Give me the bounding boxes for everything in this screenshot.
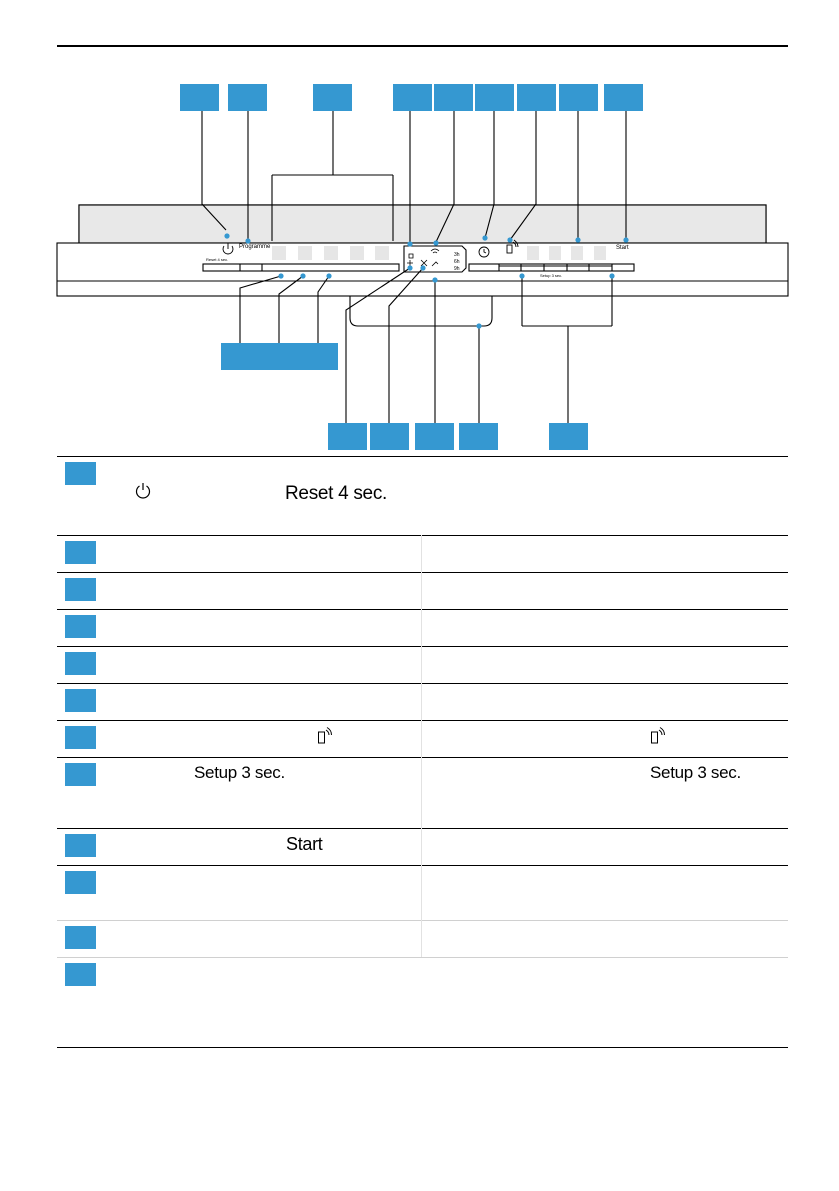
legend-tag [65, 726, 96, 749]
callout-tag [475, 84, 514, 111]
callout-tag [313, 84, 352, 111]
legend-tag [65, 541, 96, 564]
power-icon [135, 483, 151, 499]
legend-row [57, 683, 788, 720]
remote-start-icon [651, 727, 665, 744]
callout-tag [328, 423, 367, 450]
callout-tag [299, 343, 338, 370]
start-text: Start [286, 834, 323, 854]
callout-tag [180, 84, 219, 111]
setup-text-right: Setup 3 sec. [650, 763, 741, 782]
reset-text: Reset 4 sec. [285, 483, 388, 504]
legend-tag [65, 963, 96, 986]
hours-3h: 3h [454, 252, 460, 258]
top-rule [57, 45, 788, 47]
setup-text-left: Setup 3 sec. [194, 763, 285, 782]
remote-start-icon [318, 727, 332, 744]
legend-tag [65, 578, 96, 601]
setup-label-small: Setup 3 sec. [540, 273, 563, 278]
legend-row [57, 865, 788, 920]
legend-tag [65, 689, 96, 712]
legend-row [57, 609, 788, 646]
legend-tag [65, 871, 96, 894]
clock-icon [478, 246, 490, 258]
wifi-icon [430, 248, 440, 254]
control-panel-diagram [56, 111, 789, 423]
salt-icon [420, 259, 428, 267]
callout-tag [434, 84, 473, 111]
remote-start-icon [506, 239, 519, 254]
legend-row [57, 720, 788, 757]
callout-tag [459, 423, 498, 450]
legend-row: Setup 3 sec. Setup 3 sec. [57, 757, 788, 828]
legend-row [57, 572, 788, 609]
legend-tag [65, 462, 96, 485]
legend-tag [65, 652, 96, 675]
callout-tag [415, 423, 454, 450]
legend-tag [65, 834, 96, 857]
callout-tag [228, 84, 267, 111]
hours-6h: 6h [454, 259, 460, 265]
programme-label: Programme [239, 244, 271, 250]
machine-care-icon [408, 253, 414, 259]
legend-tag [65, 926, 96, 949]
rinse-aid-icon [407, 260, 413, 266]
callout-tag [549, 423, 588, 450]
hours-9h: 9h [454, 266, 460, 272]
legend-row: Start [57, 828, 788, 865]
legend-row [57, 920, 788, 957]
callout-tag [393, 84, 432, 111]
callout-tag [604, 84, 643, 111]
legend-row: Reset 4 sec. [57, 456, 788, 535]
bottom-rule [57, 1047, 788, 1048]
callout-tag [260, 343, 299, 370]
reset-label: Reset 4 sec. [206, 257, 229, 262]
callout-tag [517, 84, 556, 111]
legend-row [57, 535, 788, 572]
callout-tag [221, 343, 260, 370]
callout-tag [559, 84, 598, 111]
start-label: Start [616, 245, 629, 251]
legend-tag [65, 615, 96, 638]
callout-tag [370, 423, 409, 450]
legend-row [57, 646, 788, 683]
power-icon [222, 243, 234, 255]
tap-icon [431, 261, 439, 267]
legend-row [57, 957, 788, 1047]
legend-tag [65, 763, 96, 786]
